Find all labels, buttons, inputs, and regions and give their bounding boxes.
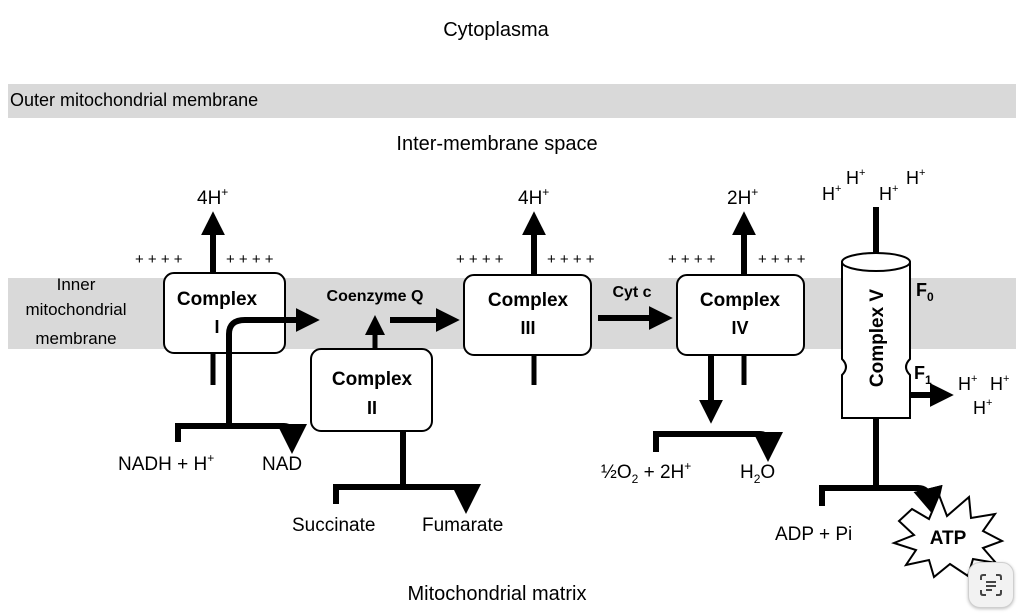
c1-pumped-label: 4H+: [197, 185, 228, 209]
cytoplasm-label: Cytoplasma: [443, 19, 549, 41]
complex-i-name: Complex: [177, 289, 258, 310]
complex-iv-box: [676, 274, 805, 356]
water-label: H2O: [740, 462, 775, 486]
charges-c1-left: + + + +: [135, 251, 183, 268]
complex-iv-numeral: IV: [731, 318, 748, 338]
scan-text-icon-glyph: [980, 574, 1002, 596]
oxygen-reaction-bar: [653, 431, 783, 462]
adp-pi-label: ADP + Pi: [775, 524, 852, 545]
proton-label-4: H+: [879, 183, 898, 204]
proton-label-2: H+: [906, 167, 925, 188]
complex-ii-box: [310, 348, 433, 432]
charges-c1-right: + + + +: [226, 251, 274, 268]
complex-iii-box: [463, 274, 592, 356]
atp-starburst: [891, 492, 1005, 579]
f1-label: F1: [914, 363, 932, 387]
proton-label-3: H+: [822, 183, 841, 204]
coenzyme-q-label: Coenzyme Q: [327, 288, 424, 305]
c3-pumped-label: 4H+: [518, 185, 549, 209]
complex-i-numeral: I: [214, 317, 219, 337]
complex-ii-numeral: II: [367, 398, 377, 418]
charges-c3-left: + + + +: [456, 251, 504, 268]
proton-label-5: H+: [958, 373, 977, 394]
proton-label-1: H+: [846, 167, 865, 188]
atp-label: ATP: [930, 528, 967, 549]
oxygen-label: ½O2 + 2H+: [601, 459, 691, 486]
complex-v-cylinder-top: [841, 252, 911, 272]
proton-label-7: H+: [973, 397, 992, 418]
complex-iii-numeral: III: [520, 318, 535, 338]
complex-iii-name: Complex: [488, 290, 569, 311]
nadh-label: NADH + H+: [118, 451, 214, 475]
atp-reaction-bar: [819, 484, 943, 518]
nad-label: NAD: [262, 454, 302, 475]
complex-v-name: Complex V: [867, 289, 888, 388]
outer-membrane-band: [8, 84, 1016, 118]
charges-c4-left: + + + +: [668, 251, 716, 268]
succinate-label: Succinate: [292, 515, 375, 536]
nadh-reaction-bar: [175, 423, 307, 454]
complex-i-box: [163, 272, 286, 354]
matrix-label: Mitochondrial matrix: [408, 583, 587, 605]
proton-label-6: H+: [990, 373, 1009, 394]
inner-membrane-label-2: mitochondrial: [25, 300, 126, 319]
inner-membrane-label-1: Inner: [57, 275, 96, 294]
fumarate-label: Fumarate: [422, 515, 503, 536]
nadh-electron-path: [226, 308, 320, 426]
inner-membrane-label-3: membrane: [35, 329, 116, 348]
complex-iv-name: Complex: [700, 290, 781, 311]
succinate-reaction-bar: [333, 483, 481, 514]
charges-c3-right: + + + +: [547, 251, 595, 268]
scan-text-icon[interactable]: [968, 562, 1014, 608]
complex-ii-name: Complex: [332, 369, 413, 390]
c4-pumped-label: 2H+: [727, 185, 758, 209]
cyt-c-label: Cyt c: [612, 284, 651, 301]
f0-label: F0: [916, 280, 934, 304]
outer-membrane-label: Outer mitochondrial membrane: [10, 90, 258, 110]
charges-c4-right: + + + +: [758, 251, 806, 268]
intermembrane-space-label: Inter-membrane space: [396, 133, 597, 155]
